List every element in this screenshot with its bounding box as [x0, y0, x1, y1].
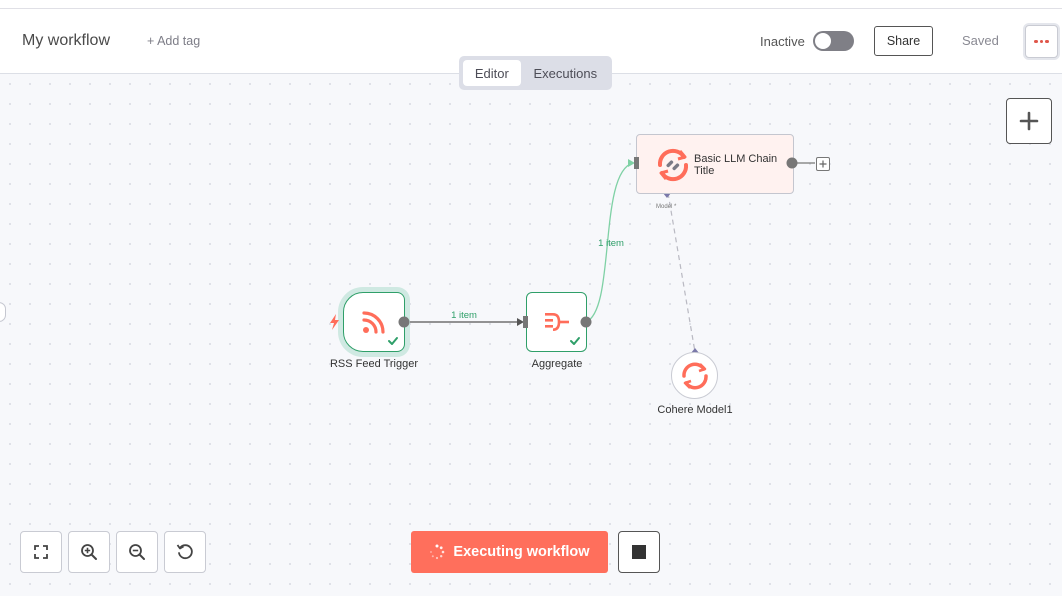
add-next-node-button[interactable]	[816, 157, 830, 171]
node-label: Cohere Model1	[657, 404, 733, 416]
zoom-in-icon	[81, 544, 97, 560]
tab-editor[interactable]: Editor	[463, 60, 521, 86]
model-input-label: Model *	[656, 204, 677, 210]
aggregate-input-handle[interactable]	[523, 316, 529, 328]
execute-workflow-label: Executing workflow	[453, 544, 590, 560]
fit-view-button[interactable]	[20, 531, 62, 573]
save-status: Saved	[962, 33, 999, 48]
cohere-icon	[681, 362, 708, 389]
zoom-in-button[interactable]	[68, 531, 110, 573]
plus-icon	[819, 160, 827, 168]
plus-icon	[1019, 111, 1039, 131]
top-strip	[0, 0, 1062, 9]
rss-output-handle[interactable]	[398, 316, 410, 328]
node-aggregate[interactable]	[526, 292, 587, 352]
stop-execution-button[interactable]	[618, 531, 660, 573]
share-button[interactable]: Share	[874, 26, 933, 56]
add-node-button[interactable]	[1006, 98, 1052, 144]
view-tabs: Editor Executions	[459, 56, 612, 90]
aggregate-icon	[544, 313, 569, 331]
node-label: Basic LLM Chain Title	[694, 153, 778, 177]
active-toggle[interactable]	[813, 31, 854, 51]
workflow-name[interactable]: My workflow	[22, 32, 111, 49]
execute-workflow-button[interactable]: Executing workflow	[411, 531, 608, 573]
success-check-icon	[388, 337, 398, 345]
more-options-button[interactable]	[1025, 25, 1058, 58]
spinner-icon	[430, 544, 445, 560]
node-basic-llm-chain[interactable]: Basic LLM Chain Title	[636, 134, 794, 194]
reset-zoom-button[interactable]	[164, 531, 206, 573]
success-check-icon	[570, 337, 580, 345]
llm-chain-icon	[657, 148, 689, 182]
stop-icon	[632, 545, 646, 559]
llm-output-line	[797, 162, 815, 164]
active-status-label: Inactive	[760, 34, 805, 49]
add-tag-button[interactable]: + Add tag	[147, 34, 201, 48]
llm-input-handle[interactable]	[634, 157, 640, 169]
reset-zoom-icon	[176, 544, 193, 560]
trigger-bolt-icon	[330, 314, 339, 330]
node-cohere-model[interactable]	[671, 352, 718, 399]
node-rss-feed-trigger[interactable]	[343, 292, 405, 352]
zoom-out-icon	[129, 544, 145, 560]
llm-output-handle[interactable]	[786, 157, 798, 169]
rss-icon	[362, 311, 385, 334]
zoom-out-button[interactable]	[116, 531, 158, 573]
aggregate-output-handle[interactable]	[580, 316, 592, 328]
toggle-knob	[815, 33, 831, 49]
node-label: Aggregate	[531, 358, 583, 370]
node-label: RSS Feed Trigger	[329, 358, 419, 370]
tab-executions[interactable]: Executions	[533, 65, 598, 81]
more-dots-icon	[1034, 39, 1049, 44]
fit-view-icon	[34, 545, 48, 559]
